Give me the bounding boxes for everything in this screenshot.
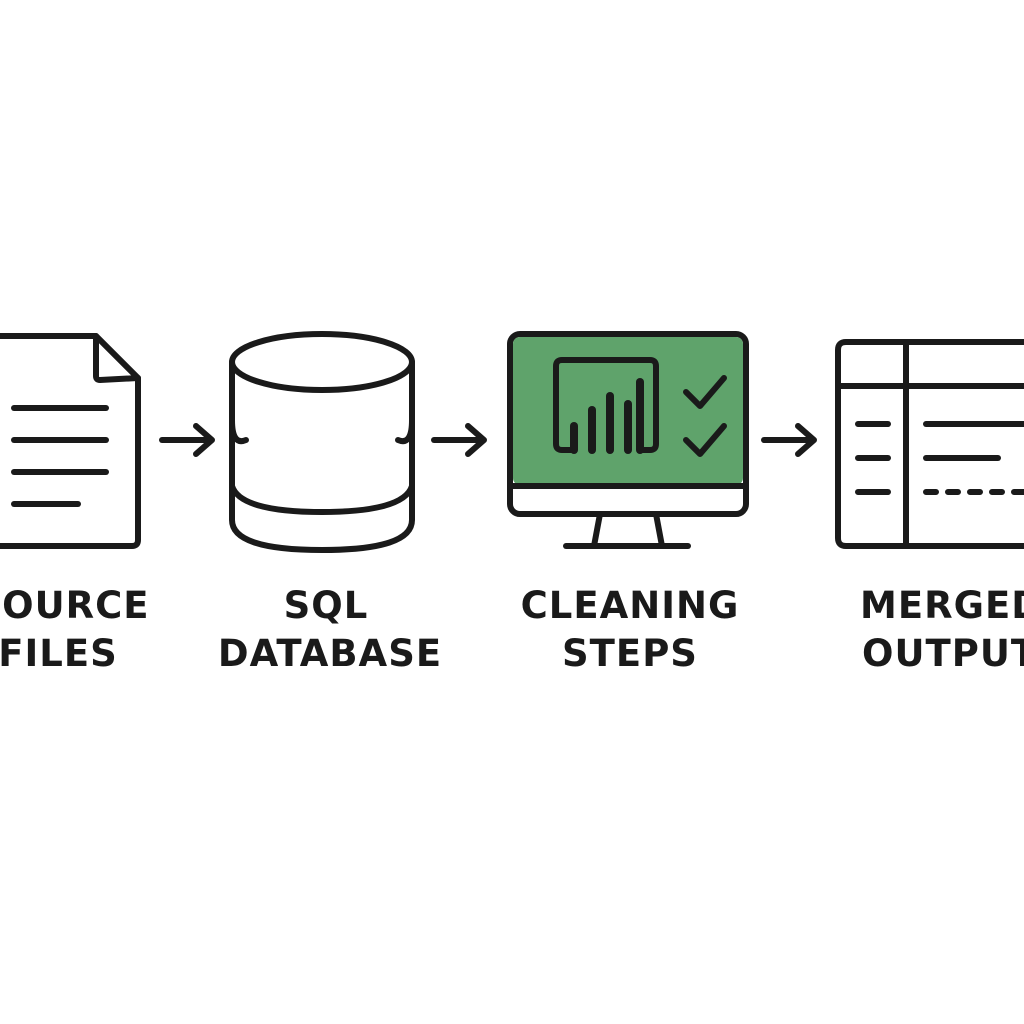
- database-icon: SQL: [229, 331, 415, 553]
- arrow-right-icon: [761, 423, 817, 457]
- database-icon-text: SQL: [280, 409, 368, 455]
- step-label-line2: DATABASE: [218, 632, 442, 675]
- step-source-files: SOURCE FILES: [0, 333, 150, 675]
- arrow-right-icon: [159, 423, 215, 457]
- checkmark-icon: [683, 423, 727, 457]
- step-label-line2: STEPS: [562, 632, 698, 675]
- step-label-line1: SOURCE: [0, 584, 150, 627]
- arrow-right-icon: [431, 423, 487, 457]
- step-merged-output: MERGED OUTPUT: [835, 339, 1024, 675]
- document-icon: [0, 333, 141, 549]
- step-label-line1: SQL: [284, 584, 369, 627]
- step-sql-database: SQL SQL DATABASE: [218, 331, 442, 675]
- chart-icon: [553, 357, 659, 454]
- step-label-line2: FILES: [0, 632, 118, 675]
- table-icon: [835, 339, 1024, 549]
- step-cleaning-steps: CLEANING STEPS: [507, 331, 749, 675]
- step-label-line1: CLEANING: [521, 584, 740, 627]
- step-label-line1: MERGED: [860, 584, 1024, 627]
- checkmark-icon: [683, 375, 727, 409]
- monitor-chart-icon: [507, 331, 749, 549]
- step-label-line2: OUTPUT: [862, 632, 1024, 675]
